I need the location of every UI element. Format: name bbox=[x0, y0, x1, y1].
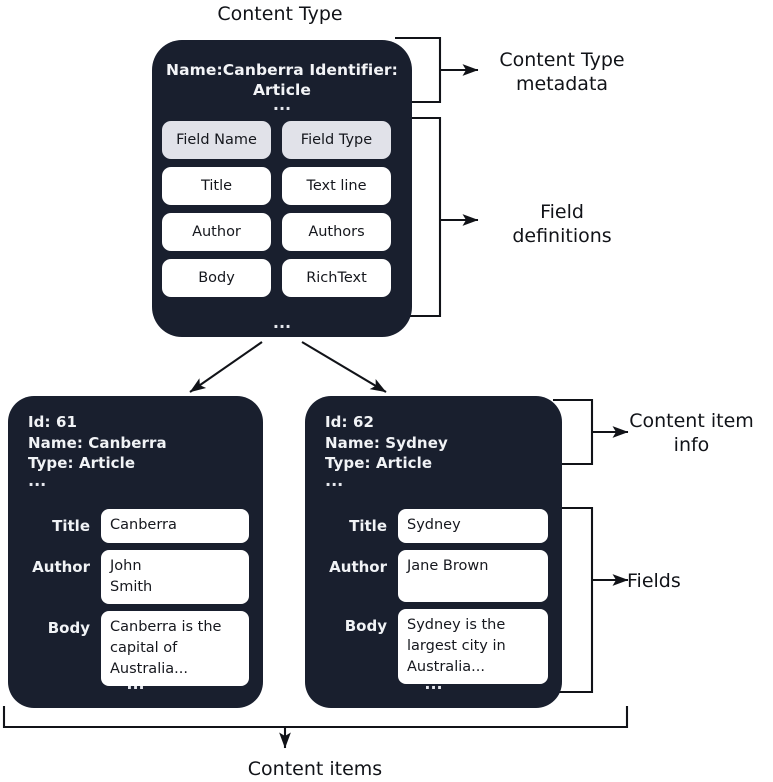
content-item-fields-ellipsis: ... bbox=[126, 674, 145, 693]
field-name-header: Field Name bbox=[162, 121, 271, 159]
annotation-content-type-metadata: Content Type metadata bbox=[499, 49, 625, 95]
arrow-to-item-61 bbox=[189, 341, 263, 393]
content-item-field: Title Sydney bbox=[319, 509, 548, 543]
content-type-metadata-ellipsis: ... bbox=[272, 95, 292, 114]
content-item-field: Body Canberra is the capital of Australi… bbox=[22, 611, 249, 686]
annotation-fields: Fields bbox=[627, 570, 681, 592]
content-item-field: Author Jane Brown bbox=[319, 550, 548, 602]
field-value: Canberra is the capital of Australia... bbox=[101, 611, 249, 686]
annotation-field-definitions: Field definitions bbox=[512, 201, 612, 247]
bracket-fields bbox=[553, 506, 629, 694]
field-label: Body bbox=[47, 619, 90, 637]
field-type-cell: Text line bbox=[282, 167, 391, 205]
content-item-info-ellipsis: ... bbox=[325, 471, 344, 490]
arrow-to-item-62 bbox=[301, 341, 387, 393]
field-label: Title bbox=[52, 517, 90, 535]
content-item-info: Id: 61 Name: Canberra Type: Article bbox=[28, 413, 167, 472]
field-label: Title bbox=[349, 517, 387, 535]
content-item-fields-ellipsis: ... bbox=[424, 674, 443, 693]
field-name-cell: Body bbox=[162, 259, 271, 297]
content-item-info: Id: 62 Name: Sydney Type: Article bbox=[325, 413, 448, 472]
field-label: Author bbox=[32, 558, 90, 576]
field-definition-row: Author Authors bbox=[162, 213, 402, 251]
field-label: Body bbox=[344, 617, 387, 635]
field-value: Sydney is the largest city in Australia.… bbox=[398, 609, 548, 684]
field-type-header: Field Type bbox=[282, 121, 391, 159]
field-value: Sydney bbox=[398, 509, 548, 543]
field-definitions-ellipsis: ... bbox=[272, 313, 292, 332]
content-item-card: Id: 62 Name: Sydney Type: Article ... Ti… bbox=[305, 396, 562, 708]
content-item-field: Author John Smith bbox=[22, 550, 249, 604]
content-type-metadata: Name:Canberra Identifier: Article bbox=[166, 61, 398, 99]
field-definitions-table: Field Name Field Type Title Text line Au… bbox=[162, 121, 402, 297]
field-label: Author bbox=[329, 558, 387, 576]
field-value: John Smith bbox=[101, 550, 249, 604]
annotation-content-items: Content items bbox=[247, 758, 383, 780]
content-item-info-ellipsis: ... bbox=[28, 471, 47, 490]
content-item-fields: Title Canberra Author John Smith Body Ca… bbox=[22, 509, 249, 693]
annotation-content-item-info: Content item info bbox=[629, 410, 754, 456]
field-name-cell: Title bbox=[162, 167, 271, 205]
bracket-content-items bbox=[2, 706, 629, 749]
field-definitions-header-row: Field Name Field Type bbox=[162, 121, 402, 159]
field-name-cell: Author bbox=[162, 213, 271, 251]
content-item-card: Id: 61 Name: Canberra Type: Article ... … bbox=[8, 396, 263, 708]
content-item-field: Body Sydney is the largest city in Austr… bbox=[319, 609, 548, 684]
field-type-cell: RichText bbox=[282, 259, 391, 297]
content-type-card: Name:Canberra Identifier: Article ... Fi… bbox=[152, 40, 412, 337]
field-definition-row: Title Text line bbox=[162, 167, 402, 205]
diagram-title: Content Type bbox=[217, 3, 343, 25]
content-item-field: Title Canberra bbox=[22, 509, 249, 543]
field-definition-row: Body RichText bbox=[162, 259, 402, 297]
field-value: Canberra bbox=[101, 509, 249, 543]
field-type-cell: Authors bbox=[282, 213, 391, 251]
field-value: Jane Brown bbox=[398, 550, 548, 602]
content-item-fields: Title Sydney Author Jane Brown Body Sydn… bbox=[319, 509, 548, 691]
